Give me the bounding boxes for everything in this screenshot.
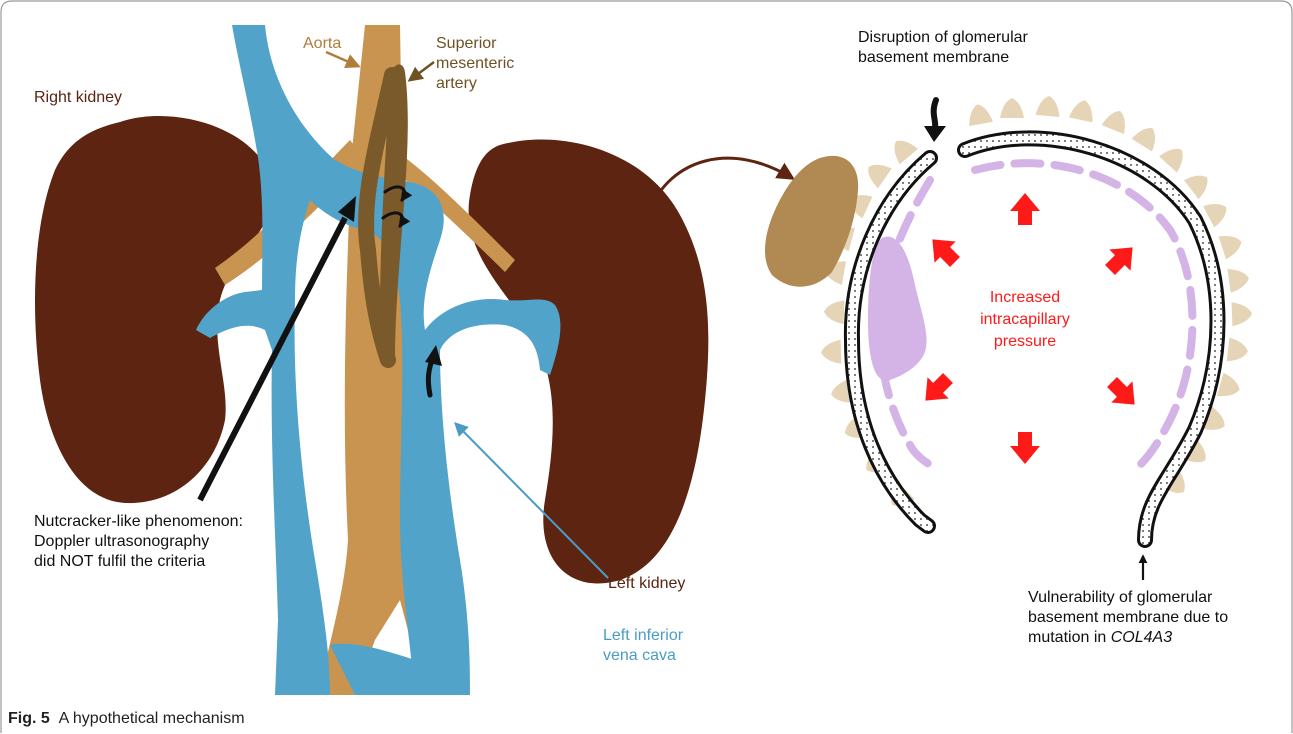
sma-pointer — [410, 62, 434, 80]
membrane-bulge — [868, 237, 927, 381]
disruption-label-line2: basement membrane — [858, 48, 1009, 68]
figure-number: Fig. 5 — [8, 710, 50, 727]
livc-label-line1: Left inferior — [603, 626, 683, 646]
aorta-label: Aorta — [303, 34, 341, 54]
aorta-pointer — [326, 52, 358, 66]
vulnerability-label-line1: Vulnerability of glomerular — [1028, 588, 1212, 608]
pressure-label-line2: intracapillary — [960, 310, 1090, 330]
left-kidney-label: Left kidney — [608, 574, 685, 594]
disruption-arrow — [924, 100, 946, 142]
pressure-label-line1: Increased — [960, 288, 1090, 308]
sma-label-line2: mesenteric — [436, 54, 514, 74]
nutcracker-label-line1: Nutcracker-like phenomenon: — [34, 512, 243, 532]
caption-text: A hypothetical mechanism — [59, 710, 245, 727]
vulnerability-label-line3: mutation in COL4A3 — [1028, 628, 1172, 648]
disruption-label-line1: Disruption of glomerular — [858, 28, 1028, 48]
figure-caption: Fig. 5 A hypothetical mechanism — [8, 710, 245, 728]
right-kidney-label: Right kidney — [34, 88, 122, 108]
left-kidney-shape — [469, 139, 709, 583]
vulnerability-label-line2: basement membrane due to — [1028, 608, 1228, 628]
livc-label-line2: vena cava — [603, 646, 676, 666]
nutcracker-label-line2: Doppler ultrasonography — [34, 532, 209, 552]
sma-label-line3: artery — [436, 74, 477, 94]
vulnerability-label-prefix: mutation in — [1028, 629, 1111, 646]
nutcracker-label-line3: did NOT fulfil the criteria — [34, 552, 205, 572]
sma-label-line1: Superior — [436, 34, 496, 54]
gene-name: COL4A3 — [1111, 629, 1172, 646]
pressure-label-line3: pressure — [960, 332, 1090, 352]
